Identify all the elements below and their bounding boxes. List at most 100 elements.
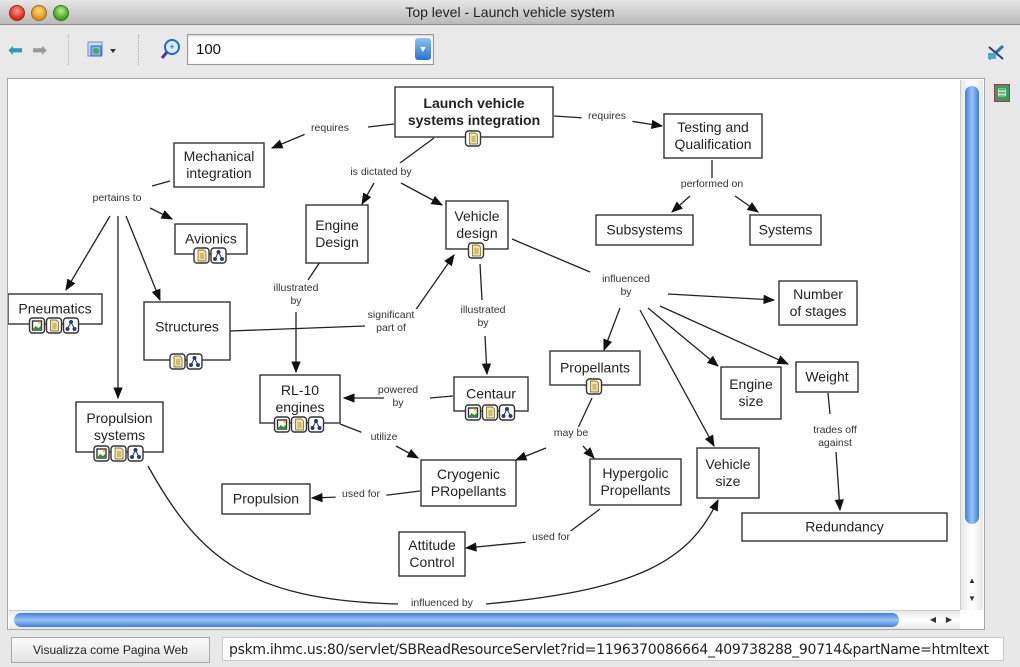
connection-line[interactable]: [310, 492, 341, 503]
connection-line[interactable]: [399, 137, 435, 164]
document-resource-icon[interactable]: [467, 242, 485, 259]
scroll-down-arrow[interactable]: ▼: [968, 594, 976, 603]
connection-line[interactable]: [367, 123, 395, 128]
connection-line[interactable]: [629, 119, 664, 129]
connection-line[interactable]: [65, 215, 111, 292]
connection-line[interactable]: [834, 451, 844, 512]
connection-line[interactable]: [149, 207, 174, 220]
document-resource-icon[interactable]: [481, 404, 499, 421]
connection-line[interactable]: [125, 215, 161, 302]
image-resource-icon[interactable]: [93, 445, 110, 462]
image-resource-icon[interactable]: [28, 317, 46, 334]
connection-line[interactable]: [464, 541, 529, 552]
concept-map-resource-icon[interactable]: [186, 353, 203, 370]
forward-arrow-icon[interactable]: ➡: [32, 40, 48, 60]
chevron-down-icon[interactable]: ▼: [415, 38, 431, 60]
concept-map-resource-icon[interactable]: [127, 445, 144, 462]
connection-line[interactable]: [603, 307, 621, 352]
connection-line[interactable]: [514, 447, 547, 461]
scroll-left-arrow[interactable]: ◀: [929, 615, 937, 624]
linking-phrase[interactable]: pertains to: [83, 192, 151, 205]
concept-node-weight[interactable]: Weight: [795, 361, 859, 393]
document-resource-icon[interactable]: [169, 353, 186, 370]
minimize-window-button[interactable]: [31, 5, 47, 21]
connection-line[interactable]: [827, 392, 831, 415]
connection-line[interactable]: [659, 305, 790, 365]
concept-map-resource-icon[interactable]: [498, 404, 516, 421]
view-menu-icon[interactable]: [86, 39, 120, 64]
document-resource-icon[interactable]: [464, 130, 482, 147]
linking-phrase[interactable]: used for: [525, 531, 577, 544]
concept-node-avionics[interactable]: Avionics: [174, 223, 248, 264]
connection-line[interactable]: [229, 325, 366, 332]
linking-phrase[interactable]: used for: [335, 488, 387, 501]
connection-line[interactable]: [361, 182, 375, 206]
linking-phrase[interactable]: performed on: [675, 178, 749, 191]
connection-line[interactable]: [147, 465, 399, 605]
concept-node-systems[interactable]: Systems: [749, 214, 822, 246]
concept-map-resource-icon[interactable]: [307, 416, 325, 433]
scroll-up-arrow[interactable]: ▲: [968, 576, 976, 585]
connection-line[interactable]: [270, 132, 309, 149]
connection-line[interactable]: [395, 445, 420, 459]
connection-line[interactable]: [577, 397, 593, 429]
linking-phrase[interactable]: may be: [551, 427, 591, 440]
image-resource-icon[interactable]: [273, 416, 291, 433]
connection-line[interactable]: [481, 335, 492, 376]
document-resource-icon[interactable]: [110, 445, 127, 462]
concept-node-propellants[interactable]: Propellants: [549, 350, 641, 395]
connection-line[interactable]: [429, 395, 454, 399]
horizontal-scrollbar[interactable]: ◀ ▶: [9, 610, 960, 629]
concept-node-subsystems[interactable]: Subsystems: [595, 214, 694, 246]
connection-line[interactable]: [409, 254, 455, 319]
concept-map-canvas[interactable]: requires requires is dictated by performed …: [7, 78, 985, 630]
concept-map-resource-icon[interactable]: [62, 317, 80, 334]
zoom-window-button[interactable]: [53, 5, 69, 21]
linking-phrase[interactable]: requires: [304, 122, 356, 135]
connection-line[interactable]: [400, 182, 444, 206]
linking-phrase[interactable]: utilize: [361, 431, 407, 444]
connection-line[interactable]: [582, 445, 595, 459]
zoom-icon[interactable]: +: [160, 38, 182, 63]
notes-icon[interactable]: ▤: [994, 84, 1010, 102]
connection-line[interactable]: [553, 115, 586, 119]
concept-node-structures[interactable]: Structures: [143, 301, 231, 370]
connection-line[interactable]: [671, 195, 691, 213]
concept-map-resource-icon[interactable]: [210, 247, 227, 264]
concept-node-centaur[interactable]: Centaur: [453, 376, 529, 421]
vertical-scrollbar[interactable]: ▲ ▼: [960, 80, 983, 610]
document-resource-icon[interactable]: [193, 247, 210, 264]
connection-line[interactable]: [379, 490, 421, 497]
close-window-button[interactable]: [9, 5, 25, 21]
linking-phrase[interactable]: is dictated by: [338, 166, 424, 179]
connection-line[interactable]: [567, 508, 601, 534]
connection-line[interactable]: [734, 195, 759, 213]
connection-line[interactable]: [647, 307, 719, 367]
linking-phrase[interactable]: influenced by: [402, 597, 482, 609]
document-resource-icon[interactable]: [585, 378, 603, 395]
document-resource-icon[interactable]: [45, 317, 63, 334]
connection-line[interactable]: [151, 180, 171, 187]
back-arrow-icon[interactable]: ⬅: [8, 40, 24, 60]
linking-phrase[interactable]: requires: [581, 110, 633, 123]
connection-line[interactable]: [667, 293, 776, 305]
vertical-scroll-thumb[interactable]: [965, 86, 979, 524]
tools-icon[interactable]: [986, 43, 1008, 66]
